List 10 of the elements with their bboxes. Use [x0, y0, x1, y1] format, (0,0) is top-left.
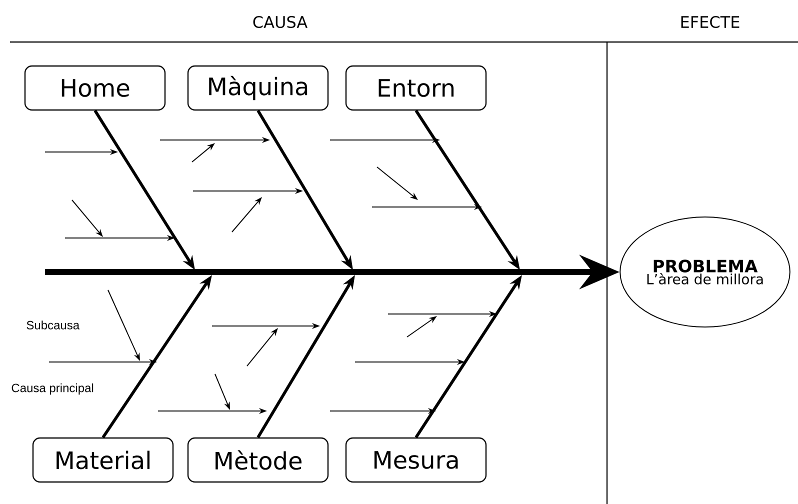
category-box: Material [32, 437, 174, 483]
category-box: Mesura [345, 437, 487, 483]
category-box: Entorn [345, 65, 487, 111]
column-heading: CAUSA [253, 16, 308, 28]
category-box: Home [24, 65, 166, 111]
category-box: Mètode [187, 437, 329, 483]
annotation-label: Subcausa [26, 320, 80, 330]
category-box: Màquina [187, 65, 329, 111]
column-heading: EFECTE [681, 16, 740, 28]
annotation-label: Causa principal [12, 383, 94, 395]
